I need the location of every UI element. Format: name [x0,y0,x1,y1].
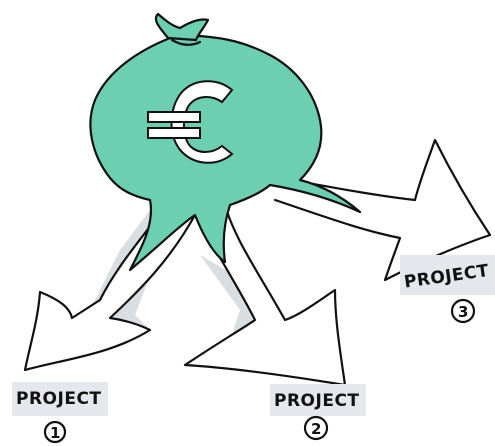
project-1-label: PROJECT [16,389,102,409]
project-2-number-circle [303,415,329,441]
bag-knot [154,12,210,42]
euro-icon [147,80,234,164]
project-2-label: PROJECT [274,391,360,411]
project-1-number-circle [43,420,67,444]
money-bag [89,12,362,272]
project-3-tag: PROJECT 3 [400,255,495,324]
project-1-tag: PROJECT 1 [12,382,108,444]
project-1-number: 1 [50,424,60,442]
arrow-to-project-2 [183,203,347,387]
project-2-tag: PROJECT 2 [270,384,366,441]
project-3-number-circle [450,298,476,324]
project-2-number: 2 [311,420,321,438]
arrow-to-project-3 [273,138,492,282]
project-3-number: 3 [458,303,468,321]
